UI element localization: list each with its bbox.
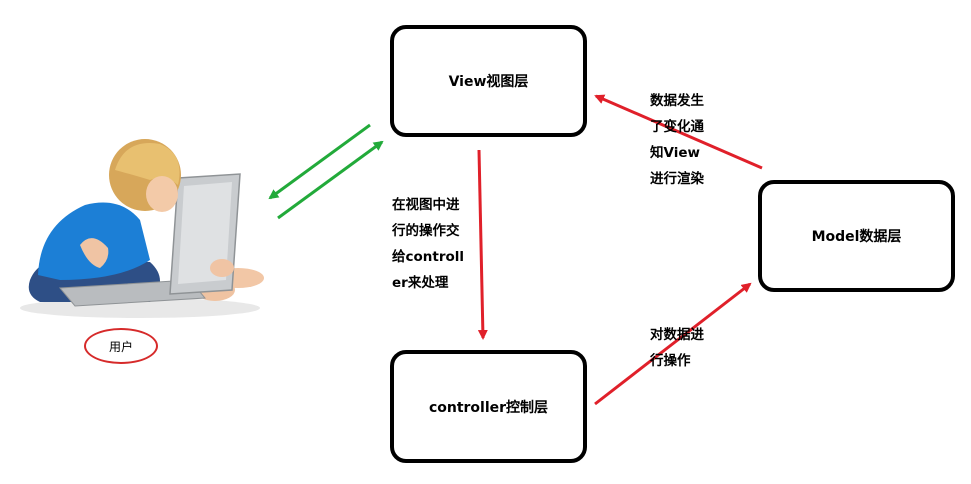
arrow-user-to-view [277, 140, 384, 220]
controller-layer-label: controller控制层 [428, 399, 549, 416]
arrow-model-to-view [594, 94, 763, 170]
view-layer-label: View视图层 [448, 74, 529, 90]
note-model-to-view: 数据发生 了变化通 知View 进行渲染 [650, 93, 704, 187]
user-ellipse: 用户 [84, 328, 158, 364]
model-layer-box: Model数据层 [758, 180, 955, 292]
view-layer-box: View视图层 [390, 25, 587, 137]
arrow-controller-to-model [594, 282, 752, 406]
note-controller-to-model: 对数据进 行操作 [650, 327, 704, 369]
arrow-view-to-user [268, 123, 371, 200]
child-laptop-illustration [20, 139, 264, 318]
model-layer-label: Model数据层 [811, 229, 902, 245]
user-label: 用户 [108, 339, 133, 354]
controller-layer-box: controller控制层 [390, 350, 587, 463]
arrow-view-to-controller [477, 149, 488, 340]
note-view-to-controller: 在视图中进 行的操作交 给controll er来处理 [392, 197, 465, 291]
